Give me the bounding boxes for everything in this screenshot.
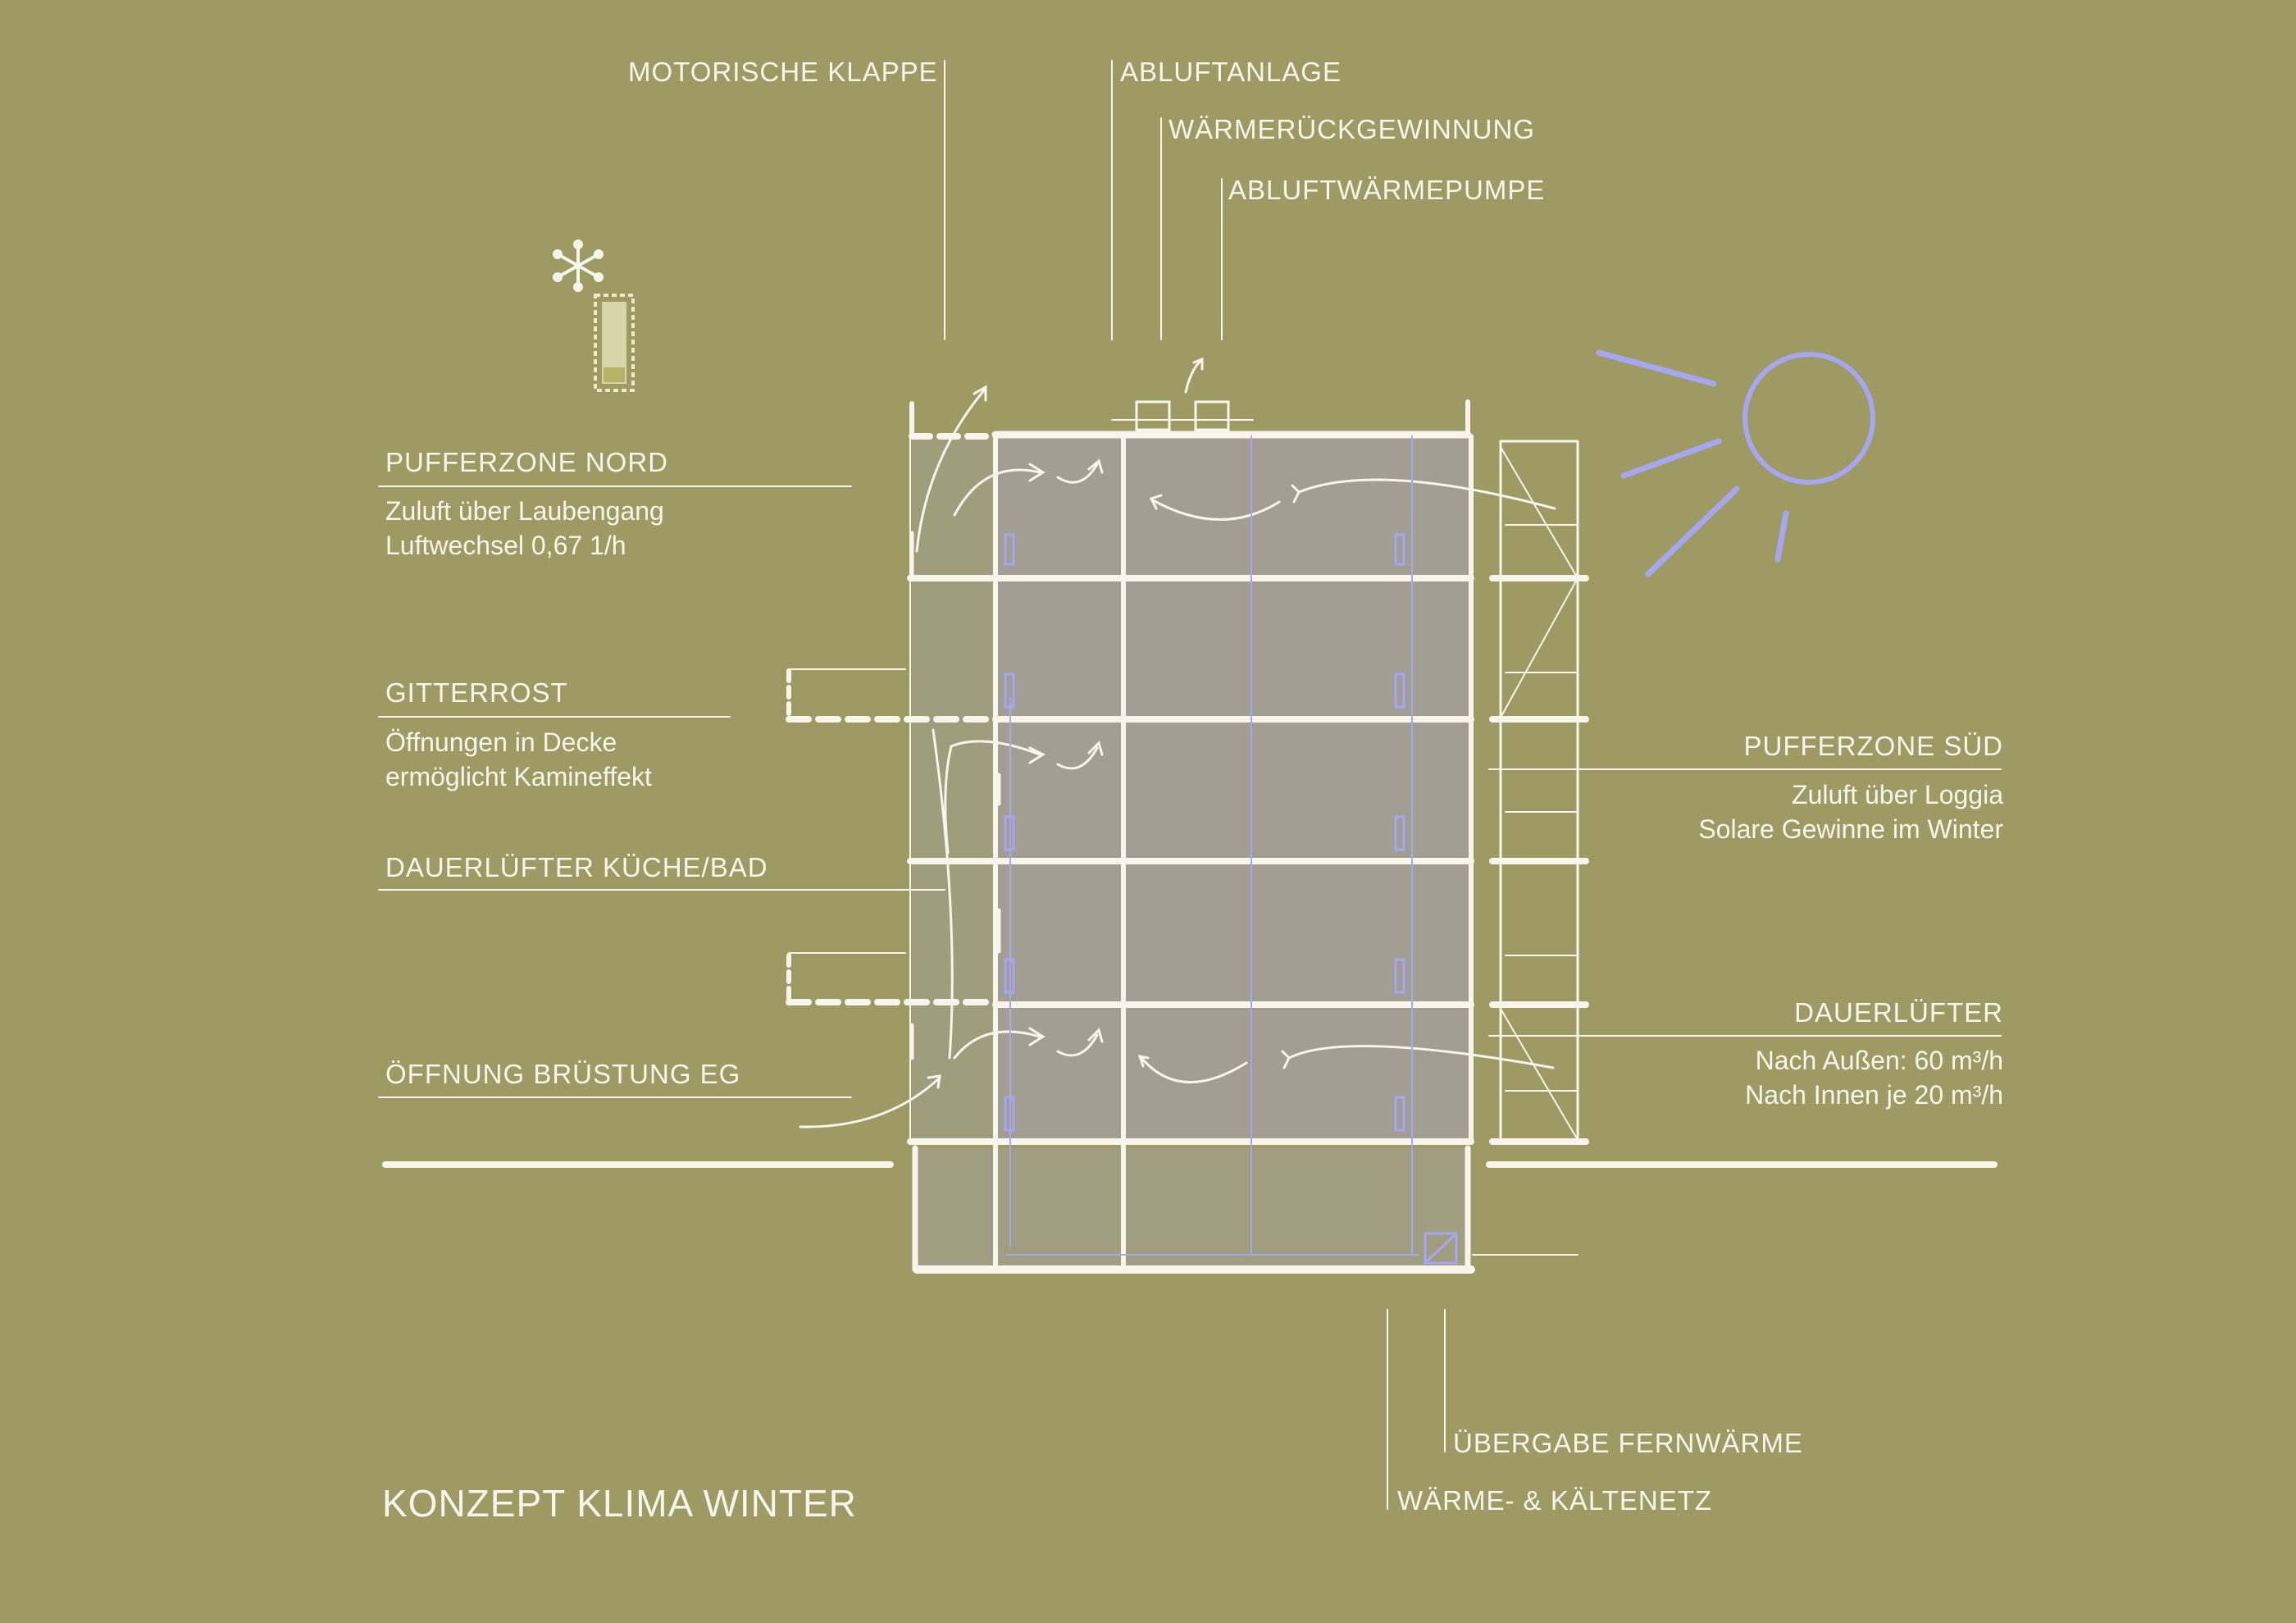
label-pufferzone-nord: PUFFERZONE NORD	[385, 447, 668, 477]
interior-fill-upper	[995, 433, 1471, 1140]
diagram-title: KONZEPT KLIMA WINTER	[382, 1482, 857, 1525]
dauerluefter-line1: Nach Außen: 60 m³/h	[1755, 1046, 2003, 1075]
basement-fill	[912, 1148, 1471, 1270]
pufferzone-nord-line2: Luftwechsel 0,67 1/h	[385, 531, 626, 560]
label-waerme-kaeltenetz: WÄRME- & KÄLTENETZ	[1397, 1485, 1713, 1516]
airflow-arrows	[799, 385, 1556, 1128]
rooftop-unit-b	[1194, 400, 1230, 431]
fernwaerme-station	[1424, 1232, 1458, 1265]
label-waermerueckgewinnung: WÄRMERÜCKGEWINNUNG	[1168, 114, 1535, 144]
leader-lines-top	[944, 60, 1223, 340]
pufferzone-sued-line1: Zuluft über Loggia	[1792, 780, 2003, 809]
leader-lines-bottom	[1387, 1309, 1446, 1510]
thermometer-icon	[594, 294, 635, 392]
pufferzone-nord-line1: Zuluft über Laubengang	[385, 496, 664, 526]
label-pufferzone-sued: PUFFERZONE SÜD	[1743, 731, 2003, 761]
label-motorische-klappe: MOTORISCHE KLAPPE	[628, 57, 938, 87]
gitterrost-line1: Öffnungen in Decke	[385, 727, 617, 757]
label-abluftwaermepumpe: ABLUFTWÄRMEPUMPE	[1228, 175, 1546, 205]
label-uebergabe-fernwaerme: ÜBERGABE FERNWÄRME	[1453, 1428, 1803, 1458]
exhaust-arrow	[1184, 357, 1204, 394]
rooftop-unit-a	[1135, 400, 1171, 431]
label-dauerluefter-kueche-bad: DAUERLÜFTER KÜCHE/BAD	[385, 852, 768, 882]
blue-accents	[1004, 435, 1458, 1265]
label-dauerluefter: DAUERLÜFTER	[1794, 997, 2003, 1028]
pufferzone-sued-line2: Solare Gewinne im Winter	[1698, 814, 2003, 844]
label-gitterrost: GITTERROST	[385, 677, 568, 708]
snowflake-icon	[553, 239, 604, 292]
dauerluefter-line2: Nach Innen je 20 m³/h	[1745, 1080, 2003, 1110]
gitterrost-line2: ermöglicht Kamineffekt	[385, 762, 652, 791]
leader-lines-right	[1472, 768, 2002, 1256]
loggia	[1489, 440, 1589, 1145]
sun-icon	[1596, 349, 1875, 577]
north-window-posts	[909, 531, 1001, 1060]
buffer-zone-north-fill	[912, 436, 995, 1140]
leader-lines-left	[378, 486, 945, 1098]
label-abluftanlage: ABLUFTANLAGE	[1120, 57, 1342, 87]
floor-slabs	[907, 575, 1475, 1274]
label-oeffnung-bruestung-eg: ÖFFNUNG BRÜSTUNG EG	[385, 1059, 741, 1089]
